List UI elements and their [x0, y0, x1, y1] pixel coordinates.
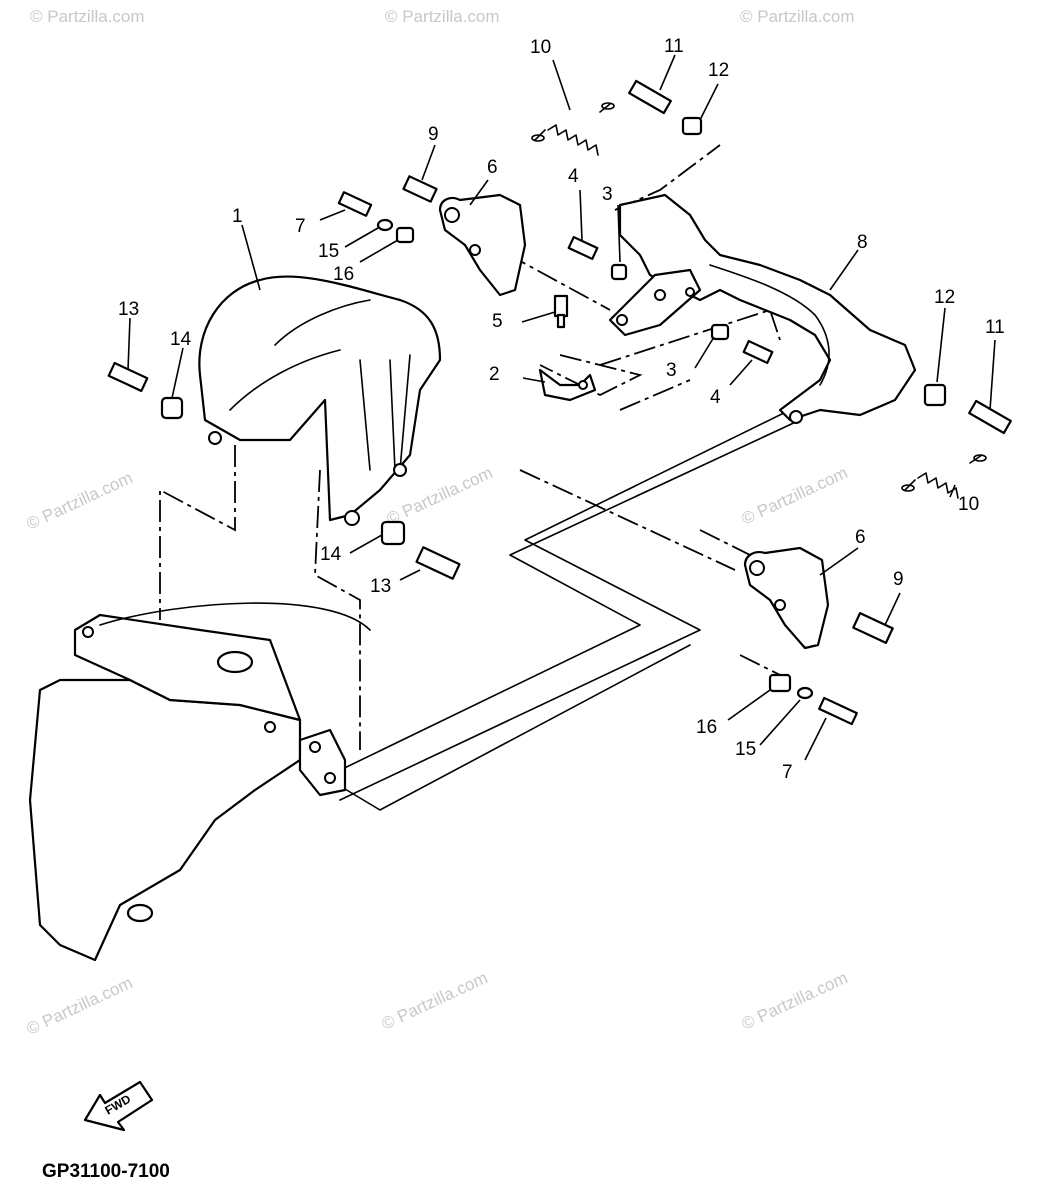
base-hole	[264, 721, 276, 733]
part-14-collar-lower	[380, 520, 406, 546]
part-16-bushing-upper	[395, 226, 415, 244]
watermark: © Partzilla.com	[385, 7, 500, 26]
leader-lines	[127, 54, 996, 761]
part-12-collar-lower	[923, 383, 947, 407]
link-hole	[654, 289, 666, 301]
callout-14: 14	[320, 544, 342, 565]
part-8-bracket	[618, 193, 917, 424]
base-hole	[82, 626, 94, 638]
transom-base	[28, 602, 371, 962]
link-plate	[608, 268, 702, 337]
watermark: © Partzilla.com	[24, 973, 136, 1039]
callout-16: 16	[333, 264, 354, 285]
mount-hole	[208, 431, 222, 445]
part-13-bolt-lower	[415, 546, 461, 580]
callout-14: 14	[170, 329, 192, 350]
callout-7: 7	[295, 216, 306, 237]
callout-1: 1	[232, 206, 243, 227]
callouts: 1 2 3 3 4 4 5 6 6 7 7 8 9 9 10 10 11 11 …	[118, 36, 1005, 783]
callout-11: 11	[985, 317, 1005, 338]
part-12-collar-upper	[681, 116, 703, 136]
drawing-code: GP31100-7100	[42, 1161, 170, 1182]
part-14-collar-upper	[160, 396, 184, 420]
callout-7: 7	[782, 762, 793, 783]
callout-5: 5	[492, 311, 503, 332]
watermark: © Partzilla.com	[30, 7, 145, 26]
callout-6: 6	[855, 527, 866, 548]
callout-13: 13	[370, 576, 391, 597]
plate-hole	[469, 244, 481, 256]
callout-8: 8	[857, 232, 868, 253]
callout-4: 4	[710, 387, 721, 408]
link-hole	[685, 287, 695, 297]
part-15-washer-upper	[376, 218, 394, 232]
watermark: © Partzilla.com	[24, 468, 136, 534]
callout-6: 6	[487, 157, 498, 178]
pivot-hole	[309, 741, 321, 753]
part-13-bolt-upper	[107, 361, 149, 393]
callout-3: 3	[602, 184, 613, 205]
callout-12: 12	[708, 60, 729, 81]
callout-15: 15	[318, 241, 339, 262]
cap-plug	[216, 650, 254, 674]
mount-hole	[393, 463, 407, 477]
callout-4: 4	[568, 166, 579, 187]
callout-10: 10	[958, 494, 979, 515]
watermark: © Partzilla.com	[740, 7, 855, 26]
plate-hole	[749, 560, 765, 576]
part-7-bolt-lower	[818, 696, 858, 726]
callout-3: 3	[666, 360, 677, 381]
part-10-spring-lower	[901, 454, 987, 499]
callout-2: 2	[489, 364, 500, 385]
callout-9: 9	[893, 569, 904, 590]
part-3-bushing-upper	[610, 263, 628, 281]
part-10-spring-upper	[531, 102, 615, 156]
part-15-washer-lower	[796, 686, 814, 700]
lower-plug	[126, 903, 154, 923]
part-1-upper-mount	[198, 275, 442, 526]
callout-10: 10	[530, 37, 551, 58]
part-4-nut-lower	[742, 339, 774, 365]
callout-9: 9	[428, 124, 439, 145]
part-4-nut-upper	[567, 235, 599, 261]
part-7-bolt-upper	[337, 191, 373, 217]
part-16-bushing-lower	[768, 673, 792, 693]
plate-hole	[774, 599, 786, 611]
part-11-stud-upper	[628, 79, 672, 115]
watermark: © Partzilla.com	[379, 968, 491, 1034]
fwd-arrow: FWD	[83, 1080, 154, 1132]
callout-11: 11	[664, 36, 684, 57]
part-6-plate-lower	[743, 546, 830, 650]
bracket-hole	[789, 410, 803, 424]
part-3-bushing-lower	[710, 323, 730, 341]
linkage-lines	[329, 409, 801, 811]
plate-hole	[444, 207, 460, 223]
pivot-hole	[324, 772, 336, 784]
mount-hole	[344, 510, 360, 526]
part-2-small-bracket	[538, 368, 597, 402]
part-9-bolt-upper	[402, 175, 438, 203]
callout-12: 12	[934, 287, 955, 308]
callout-15: 15	[735, 739, 756, 760]
watermark: © Partzilla.com	[739, 463, 851, 529]
link-hole	[616, 314, 628, 326]
part-9-bolt-lower	[852, 612, 894, 644]
part-6-plate-upper	[438, 193, 527, 297]
small-parts	[107, 79, 1012, 726]
callout-16: 16	[696, 717, 717, 738]
part-5-grease-nipple	[553, 294, 569, 329]
watermark: © Partzilla.com	[739, 968, 851, 1034]
callout-13: 13	[118, 299, 139, 320]
bracket-hole	[578, 380, 588, 390]
part-11-stud-lower	[968, 399, 1012, 435]
